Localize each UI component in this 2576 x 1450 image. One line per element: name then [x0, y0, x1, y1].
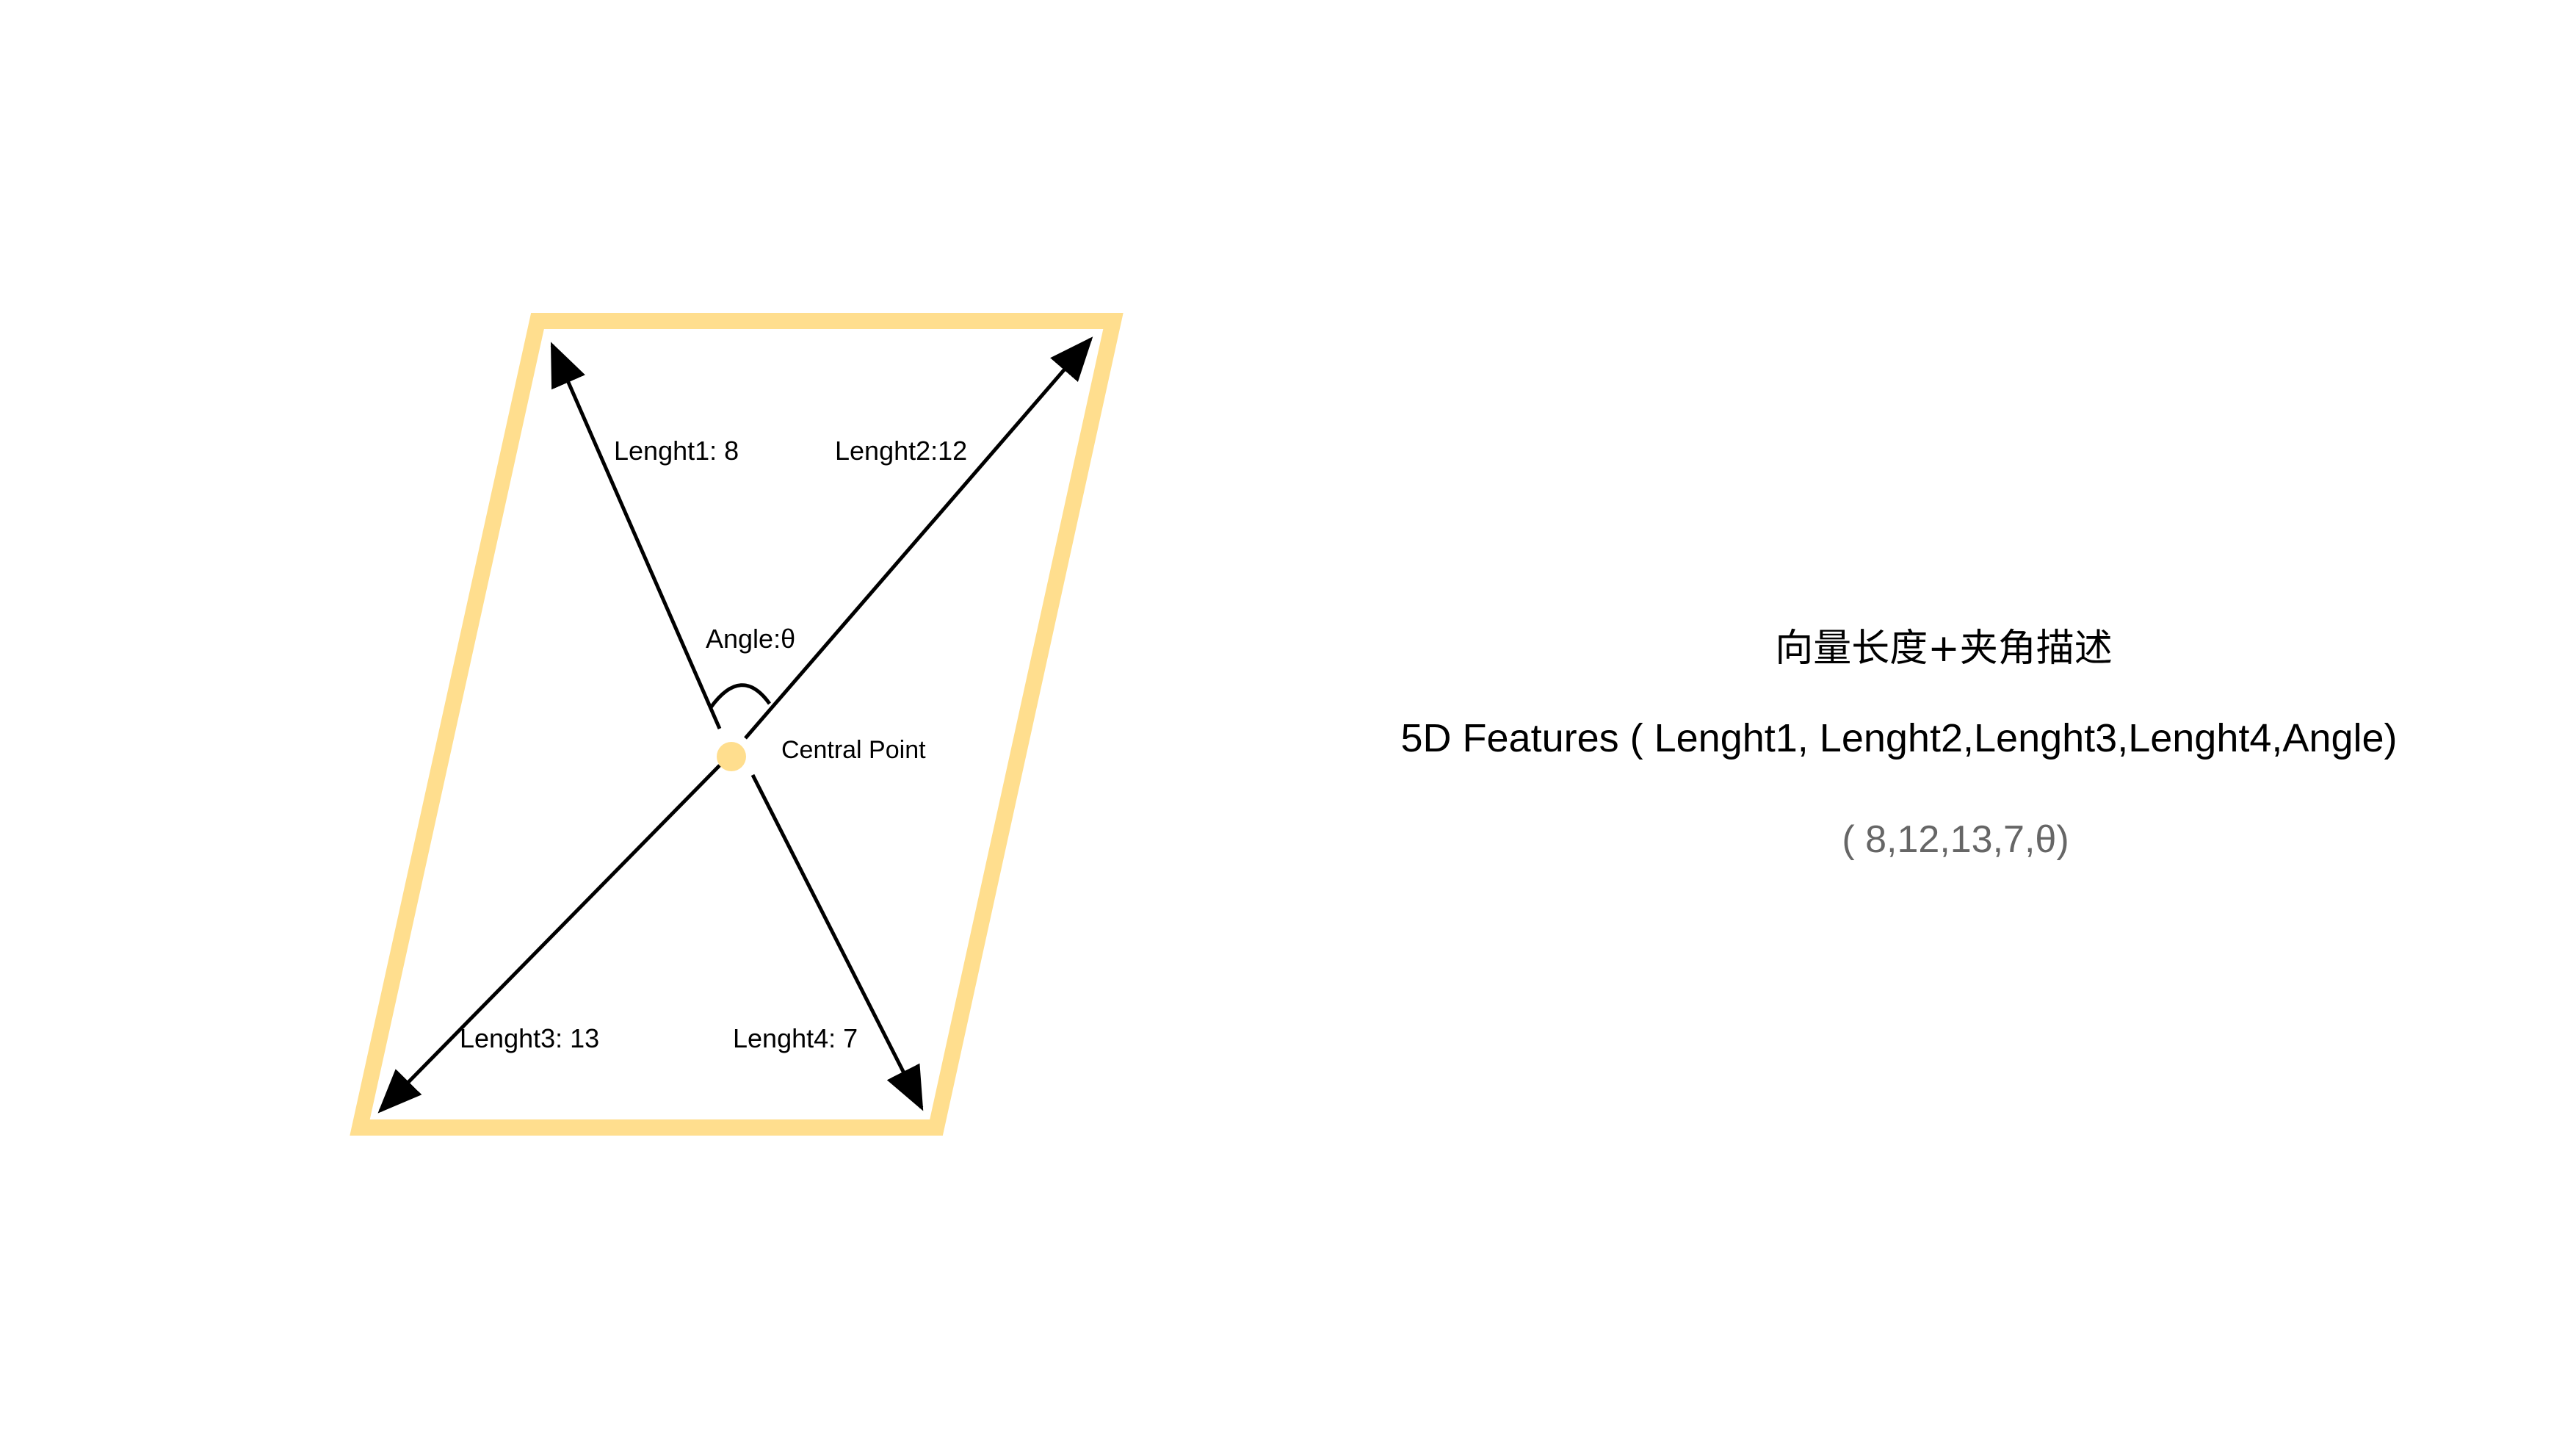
vector-arrow-3 [377, 764, 721, 1114]
central-point-dot [717, 742, 746, 771]
parallelogram-frame [350, 313, 1124, 1136]
angle-arc [709, 683, 772, 709]
feature-example-values: ( 8,12,13,7,θ) [1842, 818, 2069, 861]
vector-arrow-1 [550, 342, 722, 730]
features-description: 5D Features ( Lenght1, Lenght2,Lenght3,L… [1400, 716, 2397, 760]
vector-label-4: Lenght4: 7 [733, 1023, 858, 1053]
angle-label: Angle:θ [706, 624, 795, 654]
vector-label-2: Lenght2:12 [835, 436, 967, 466]
vector-arrow-2 [744, 336, 1093, 740]
vector-label-1: Lenght1: 8 [614, 436, 739, 466]
vector-label-3: Lenght3: 13 [460, 1023, 599, 1053]
central-point-label: Central Point [781, 736, 926, 764]
description-title: 向量长度+夹角描述 [1775, 627, 2113, 671]
vector-arrow-4 [750, 773, 924, 1111]
